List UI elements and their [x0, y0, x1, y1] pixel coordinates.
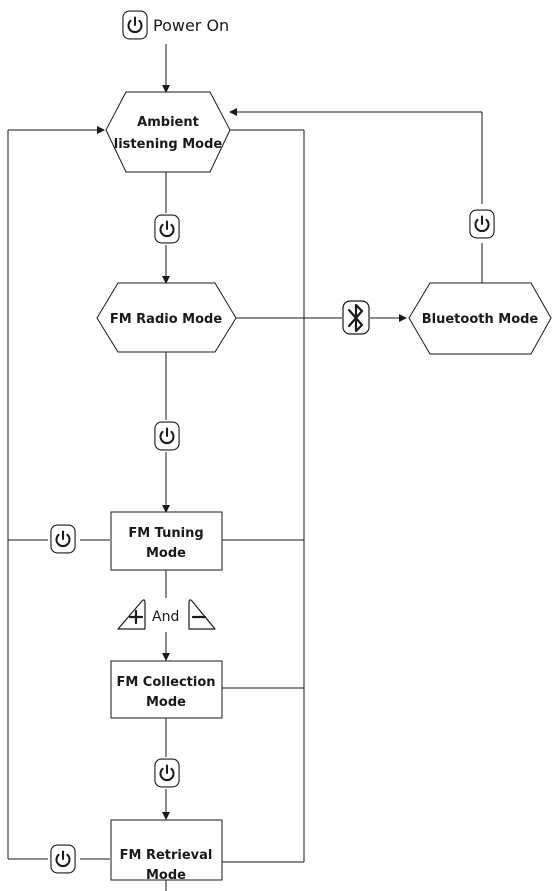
power-icon[interactable]	[154, 420, 180, 452]
bluetooth-hexagon	[408, 282, 552, 355]
fm-radio-hexagon	[96, 282, 237, 353]
power-icon[interactable]	[469, 208, 495, 240]
ambient-hexagon	[105, 91, 231, 173]
bluetooth-label: Bluetooth Mode	[422, 312, 539, 327]
fm-collection-label-line2: Mode	[146, 695, 186, 710]
fm-retrieval-box	[110, 819, 223, 881]
node-bluetooth-mode: Bluetooth Mode	[408, 282, 552, 355]
fm-radio-label: FM Radio Mode	[110, 312, 223, 327]
fm-tuning-label-line2: Mode	[146, 546, 186, 561]
fm-retrieval-label-line2: Mode	[146, 868, 186, 883]
power-icon[interactable]	[50, 523, 76, 555]
node-ambient-listening-mode: Ambient listening Mode	[105, 91, 231, 173]
fm-collection-box	[110, 660, 223, 719]
fm-tuning-label-line1: FM Tuning	[128, 526, 203, 541]
power-icon[interactable]	[50, 843, 76, 875]
volume-plus-icon[interactable]	[117, 599, 146, 630]
fm-retrieval-label-line1: FM Retrieval	[120, 848, 213, 863]
ambient-label-line2: listening Mode	[114, 137, 223, 152]
node-fm-retrieval-mode: FM Retrieval Mode	[110, 819, 223, 883]
node-fm-radio-mode: FM Radio Mode	[96, 282, 237, 353]
fm-collection-label-line1: FM Collection	[116, 675, 215, 690]
node-fm-tuning-mode: FM Tuning Mode	[110, 511, 223, 571]
power-on-start: Power On	[122, 9, 229, 41]
power-icon[interactable]	[154, 757, 180, 789]
volume-minus-icon[interactable]	[188, 599, 216, 630]
power-icon[interactable]	[122, 9, 148, 41]
power-on-label: Power On	[153, 16, 229, 35]
ambient-label-line1: Ambient	[137, 115, 199, 130]
fm-tuning-box	[110, 511, 223, 571]
bluetooth-icon[interactable]	[342, 300, 370, 335]
node-fm-collection-mode: FM Collection Mode	[110, 660, 223, 719]
power-icon[interactable]	[154, 213, 180, 245]
and-label: And	[152, 609, 179, 625]
